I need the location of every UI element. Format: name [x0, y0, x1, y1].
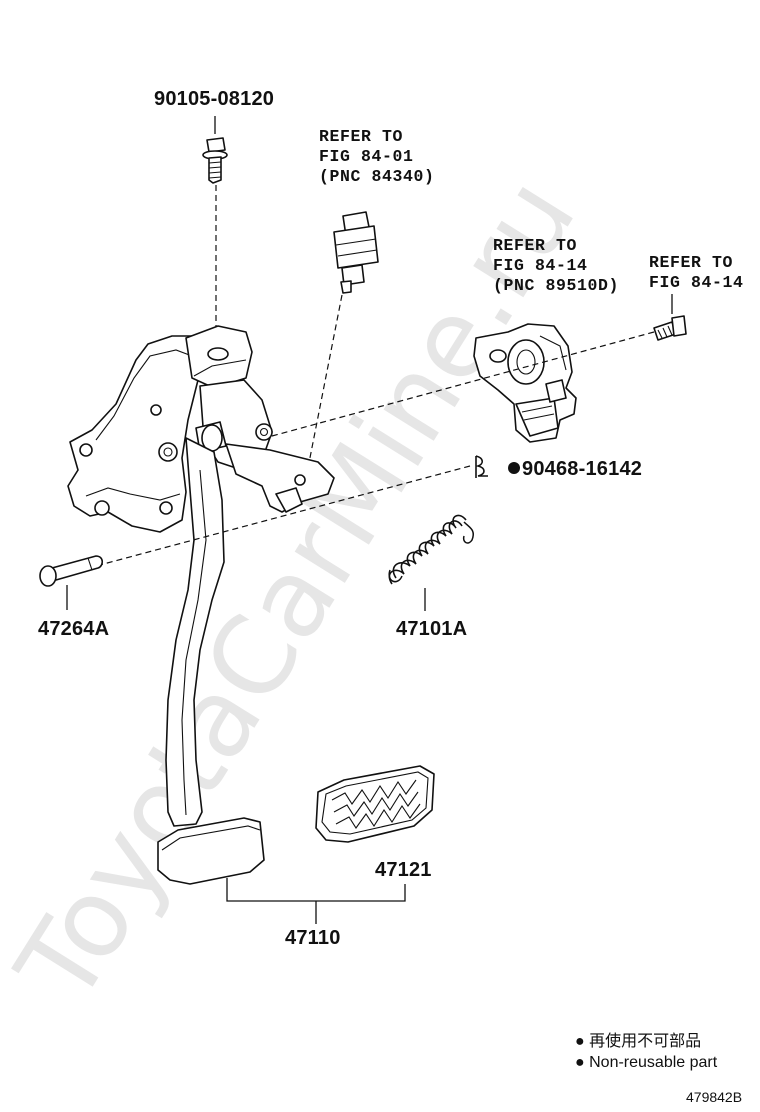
sensor-refer-text[interactable]: REFER TO FIG 84-14 (PNC 89510D) [493, 236, 619, 295]
pin-axis-line [95, 465, 471, 567]
legend: ● 再使用不可部品 ● Non-reusable part [575, 1032, 718, 1071]
pedal-position-sensor[interactable] [473, 323, 577, 443]
assembly-bracket-line [226, 878, 406, 902]
pedal-pin-47264A[interactable] [39, 555, 104, 587]
sensor-axis-line [271, 331, 655, 437]
clip-90468-16142[interactable] [475, 455, 488, 478]
pedal-lever-arm[interactable] [165, 437, 225, 827]
pin-part-label[interactable]: 47264A [38, 618, 109, 640]
bolt-90105-08120[interactable] [202, 137, 228, 184]
pedal-support-bracket[interactable] [67, 325, 335, 533]
switch-axis-line [305, 294, 343, 479]
non-reusable-marker [508, 462, 520, 474]
pedal-assy-part-label[interactable]: 47110 [285, 927, 341, 949]
sensor-screw[interactable] [653, 315, 687, 341]
screw-refer-text[interactable]: REFER TO FIG 84-14 [649, 253, 744, 292]
switch-refer-text[interactable]: REFER TO FIG 84-01 (PNC 84340) [319, 127, 435, 186]
pad-part-label[interactable]: 47121 [375, 859, 432, 881]
stop-lamp-switch[interactable] [333, 211, 379, 294]
return-spring-47101A[interactable] [388, 514, 475, 585]
clip-part-label[interactable]: 90468-16142 [522, 458, 642, 480]
legend-line-jp: ● 再使用不可部品 [575, 1032, 701, 1050]
bolt-part-label[interactable]: 90105-08120 [154, 88, 274, 110]
spring-part-label[interactable]: 47101A [396, 618, 467, 640]
figure-id: 479842B [686, 1089, 742, 1105]
pedal-pad-47121[interactable] [315, 765, 435, 843]
legend-line-en: ● Non-reusable part [575, 1054, 718, 1071]
pedal-pad-assembled[interactable] [157, 817, 265, 885]
